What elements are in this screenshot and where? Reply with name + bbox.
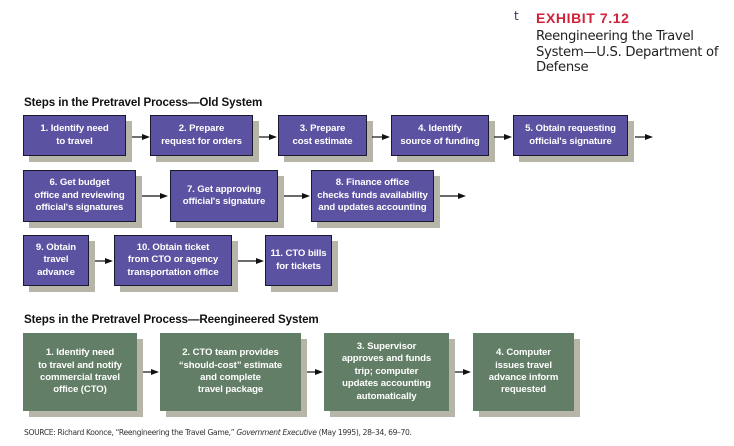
new-step-1: 1. Identify need to travel and notify co… — [23, 333, 137, 411]
old-step-4: 4. Identify source of funding — [391, 115, 489, 156]
old-step-10: 10. Obtain ticket from CTO or agency tra… — [114, 235, 232, 286]
flow-arrow-icon — [372, 132, 390, 142]
exhibit-number: EXHIBIT 7.12 — [536, 10, 630, 26]
old-step-1: 1. Identify need to travel — [23, 115, 126, 156]
exhibit-marker: t — [514, 9, 519, 23]
flow-arrow-icon — [635, 132, 653, 142]
flow-arrow-icon — [455, 367, 471, 377]
new-step-4: 4. Computer issues travel advance inform… — [473, 333, 574, 411]
old-step-6: 6. Get budget office and reviewing offic… — [23, 170, 136, 222]
old-step-11: 11. CTO bills for tickets — [265, 235, 332, 286]
old-step-8: 8. Finance office checks funds availabil… — [311, 170, 434, 222]
old-step-3: 3. Prepare cost estimate — [278, 115, 367, 156]
old-step-2: 2. Prepare request for orders — [150, 115, 253, 156]
flow-arrow-icon — [259, 132, 277, 142]
flow-arrow-icon — [284, 191, 310, 201]
source-citation: SOURCE: Richard Koonce, “Reengineering t… — [24, 428, 412, 437]
new-system-title: Steps in the Pretravel Process—Reenginee… — [24, 313, 319, 326]
flow-arrow-icon — [440, 191, 466, 201]
flow-arrow-icon — [132, 132, 150, 142]
source-prefix: SOURCE: Richard Koonce, “Reengineering t… — [24, 428, 237, 437]
flow-arrow-icon — [494, 132, 512, 142]
new-step-2: 2. CTO team provides “should-cost” estim… — [160, 333, 301, 411]
old-step-7: 7. Get approving official's signature — [170, 170, 278, 222]
source-publication: Government Executive — [236, 428, 317, 437]
flow-arrow-icon — [142, 191, 168, 201]
old-system-title: Steps in the Pretravel Process—Old Syste… — [24, 96, 263, 109]
flow-arrow-icon — [95, 256, 113, 266]
exhibit-title: Reengineering the Travel System—U.S. Dep… — [536, 29, 719, 75]
source-suffix: (May 1995), 28–34, 69–70. — [316, 428, 412, 437]
flow-arrow-icon — [307, 367, 323, 377]
flow-arrow-icon — [238, 256, 264, 266]
flow-arrow-icon — [143, 367, 159, 377]
old-step-9: 9. Obtain travel advance — [23, 235, 89, 286]
old-step-5: 5. Obtain requesting official's signatur… — [513, 115, 628, 156]
new-step-3: 3. Supervisor approves and funds trip; c… — [324, 333, 449, 411]
